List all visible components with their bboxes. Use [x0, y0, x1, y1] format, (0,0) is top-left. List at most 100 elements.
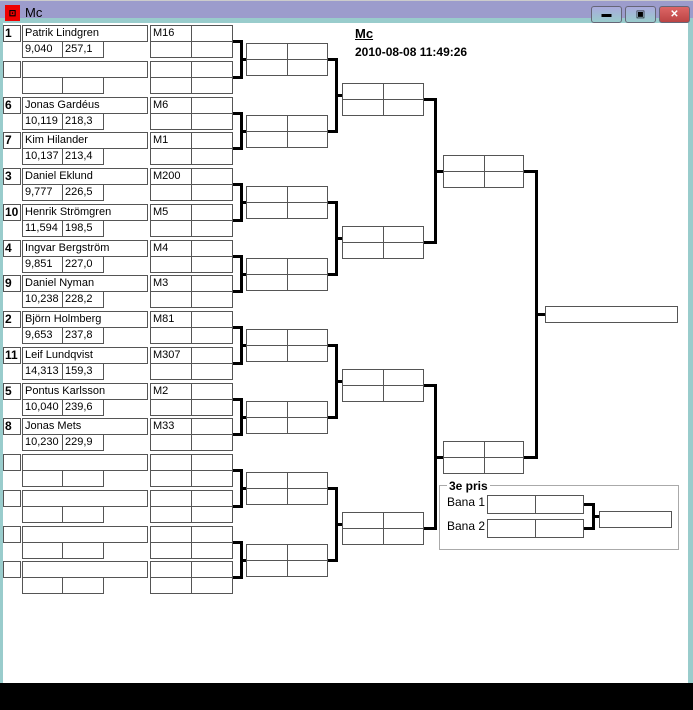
score1-field[interactable]: 10,137	[22, 148, 63, 165]
match-field[interactable]	[191, 434, 233, 451]
score1-field[interactable]: 10,040	[22, 399, 63, 416]
player-name-field[interactable]: Pontus Karlsson	[22, 383, 148, 400]
round2-match-b[interactable]	[287, 544, 328, 561]
score2-field[interactable]: 218,3	[62, 113, 104, 130]
score1-field[interactable]: 10,119	[22, 113, 63, 130]
score2-field[interactable]	[62, 506, 104, 523]
match-field[interactable]	[150, 41, 192, 58]
match-field[interactable]	[191, 184, 233, 201]
score2-field[interactable]: 229,9	[62, 434, 104, 451]
match-field[interactable]	[150, 327, 192, 344]
round2-match-d[interactable]	[287, 274, 328, 291]
round3-match-d[interactable]	[383, 242, 424, 259]
match-id-field[interactable]: M6	[150, 97, 192, 114]
round3-match-c[interactable]	[342, 528, 384, 545]
score1-field[interactable]: 11,594	[22, 220, 63, 237]
match-result-field[interactable]	[191, 347, 233, 364]
match-field[interactable]	[191, 542, 233, 559]
round2-match-d[interactable]	[287, 560, 328, 577]
match-field[interactable]	[191, 256, 233, 273]
match-result-field[interactable]	[191, 311, 233, 328]
score1-field[interactable]: 10,238	[22, 291, 63, 308]
close-button[interactable]: ✕	[659, 6, 690, 23]
player-name-field[interactable]	[22, 526, 148, 543]
round4-match-b[interactable]	[483, 155, 524, 172]
round4-match-c[interactable]	[443, 171, 485, 188]
match-id-field[interactable]: M4	[150, 240, 192, 257]
match-field[interactable]	[191, 506, 233, 523]
match-field[interactable]	[150, 577, 192, 594]
round3-match-b[interactable]	[383, 512, 424, 529]
title-bar[interactable]: ⊡ Mc ▬ ▣ ✕	[0, 0, 693, 23]
match-field[interactable]	[150, 542, 192, 559]
round2-match-a[interactable]	[246, 258, 288, 275]
match-result-field[interactable]	[191, 204, 233, 221]
third-lane2-b[interactable]	[535, 519, 584, 538]
score2-field[interactable]: 239,6	[62, 399, 104, 416]
round4-match-a[interactable]	[443, 155, 485, 172]
match-id-field[interactable]: M307	[150, 347, 192, 364]
round2-match-a[interactable]	[246, 472, 288, 489]
player-name-field[interactable]: Daniel Eklund	[22, 168, 148, 185]
round2-match-d[interactable]	[287, 59, 328, 76]
round2-match-b[interactable]	[287, 472, 328, 489]
round2-match-b[interactable]	[287, 401, 328, 418]
match-result-field[interactable]	[191, 418, 233, 435]
round3-match-a[interactable]	[342, 226, 384, 243]
round4-match-c[interactable]	[443, 457, 485, 474]
match-result-field[interactable]	[191, 526, 233, 543]
match-result-field[interactable]	[191, 240, 233, 257]
match-result-field[interactable]	[191, 61, 233, 78]
score2-field[interactable]	[62, 542, 104, 559]
match-field[interactable]	[150, 291, 192, 308]
player-name-field[interactable]: Jonas Gardéus	[22, 97, 148, 114]
round2-match-c[interactable]	[246, 274, 288, 291]
round2-match-c[interactable]	[246, 417, 288, 434]
match-field[interactable]	[150, 184, 192, 201]
round2-match-c[interactable]	[246, 488, 288, 505]
match-field[interactable]	[150, 148, 192, 165]
round3-match-a[interactable]	[342, 369, 384, 386]
round2-match-b[interactable]	[287, 43, 328, 60]
player-name-field[interactable]: Daniel Nyman	[22, 275, 148, 292]
match-field[interactable]	[150, 399, 192, 416]
match-id-field[interactable]: M5	[150, 204, 192, 221]
player-name-field[interactable]: Leif Lundqvist	[22, 347, 148, 364]
round4-match-a[interactable]	[443, 441, 485, 458]
match-field[interactable]	[191, 291, 233, 308]
match-field[interactable]	[191, 77, 233, 94]
third-place-winner-field[interactable]	[599, 511, 672, 528]
match-result-field[interactable]	[191, 454, 233, 471]
match-result-field[interactable]	[191, 168, 233, 185]
match-id-field[interactable]	[150, 61, 192, 78]
round4-match-d[interactable]	[483, 457, 524, 474]
player-name-field[interactable]: Ingvar Bergström	[22, 240, 148, 257]
round3-match-b[interactable]	[383, 369, 424, 386]
round4-match-d[interactable]	[483, 171, 524, 188]
match-id-field[interactable]: M33	[150, 418, 192, 435]
match-id-field[interactable]: M2	[150, 383, 192, 400]
score1-field[interactable]	[22, 470, 63, 487]
score1-field[interactable]	[22, 542, 63, 559]
round2-match-a[interactable]	[246, 115, 288, 132]
round2-match-b[interactable]	[287, 115, 328, 132]
score1-field[interactable]: 14,313	[22, 363, 63, 380]
round2-match-c[interactable]	[246, 345, 288, 362]
match-field[interactable]	[150, 220, 192, 237]
round2-match-a[interactable]	[246, 43, 288, 60]
match-field[interactable]	[191, 113, 233, 130]
match-field[interactable]	[150, 470, 192, 487]
round2-match-a[interactable]	[246, 329, 288, 346]
match-field[interactable]	[150, 434, 192, 451]
score1-field[interactable]: 9,777	[22, 184, 63, 201]
round2-match-b[interactable]	[287, 329, 328, 346]
minimize-button[interactable]: ▬	[591, 6, 622, 23]
player-name-field[interactable]: Björn Holmberg	[22, 311, 148, 328]
round3-match-a[interactable]	[342, 512, 384, 529]
match-field[interactable]	[150, 256, 192, 273]
score2-field[interactable]: 257,1	[62, 41, 104, 58]
round3-match-c[interactable]	[342, 385, 384, 402]
player-name-field[interactable]: Kim Hilander	[22, 132, 148, 149]
player-name-field[interactable]	[22, 561, 148, 578]
round2-match-d[interactable]	[287, 202, 328, 219]
